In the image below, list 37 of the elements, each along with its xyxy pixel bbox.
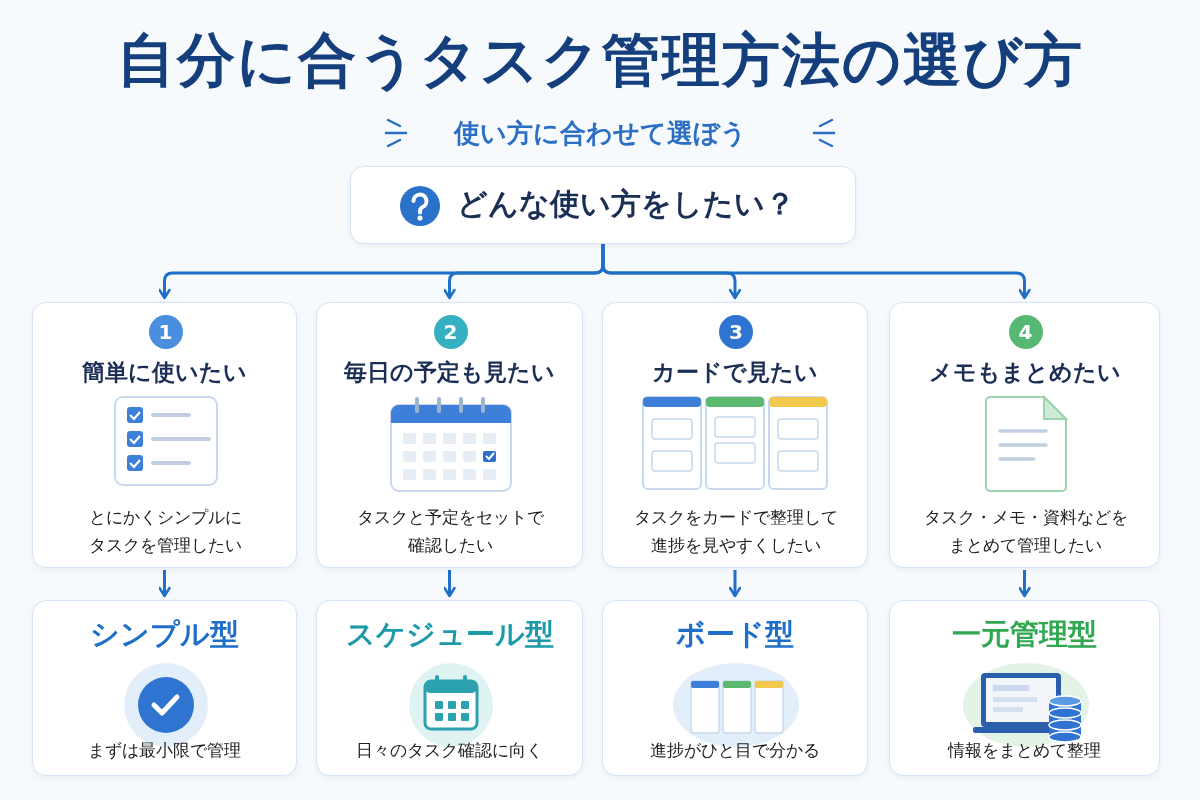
card-description: とにかくシンプルにタスクを管理したい <box>88 506 243 557</box>
option-card <box>32 302 297 568</box>
type-caption: 情報をまとめて整理 <box>946 739 1102 762</box>
number-badge: 4 <box>1008 315 1043 349</box>
title: 自分に合うタスク管理方法の選び方 <box>115 25 1085 96</box>
option-card <box>602 302 868 568</box>
type-caption: 日々のタスク確認に向く <box>355 739 544 762</box>
card-description: タスクをカードで整理して進捗を見やすくしたい <box>633 506 839 557</box>
arrow <box>728 570 742 598</box>
arrow <box>158 570 171 598</box>
card-heading: 簡単に使いたい <box>81 358 248 387</box>
result-card <box>602 600 868 776</box>
number-badge: 3 <box>719 315 753 349</box>
arrow <box>443 570 456 598</box>
question-text: どんな使い方をしたい？ <box>457 185 795 223</box>
card-description: タスク・メモ・資料などをまとめて管理したい <box>922 506 1129 557</box>
card-heading: 毎日の予定も見たい <box>343 358 556 387</box>
card-heading: メモもまとめたい <box>927 358 1122 387</box>
type-caption: まずは最小限で管理 <box>87 739 242 762</box>
number-badge: 1 <box>148 315 183 349</box>
subtitle: 使い方に合わせて選ぼう <box>452 117 748 150</box>
result-card <box>32 600 297 776</box>
result-card <box>316 600 583 776</box>
option-card <box>316 302 583 568</box>
type-heading: ボード型 <box>675 616 795 653</box>
arrow <box>601 244 1031 300</box>
number-badge: 2 <box>433 315 468 349</box>
card-heading: カードで見たい <box>651 358 819 387</box>
type-caption: 進捗がひと目で分かる <box>649 739 821 762</box>
type-heading: 一元管理型 <box>951 616 1098 653</box>
type-heading: シンプル型 <box>89 616 240 653</box>
arrow <box>1018 570 1031 598</box>
option-card <box>889 302 1160 568</box>
type-heading: スケジュール型 <box>344 616 555 653</box>
result-card <box>889 600 1160 776</box>
card-description: タスクと予定をセットで確認したい <box>356 506 545 557</box>
question-box <box>350 166 856 244</box>
